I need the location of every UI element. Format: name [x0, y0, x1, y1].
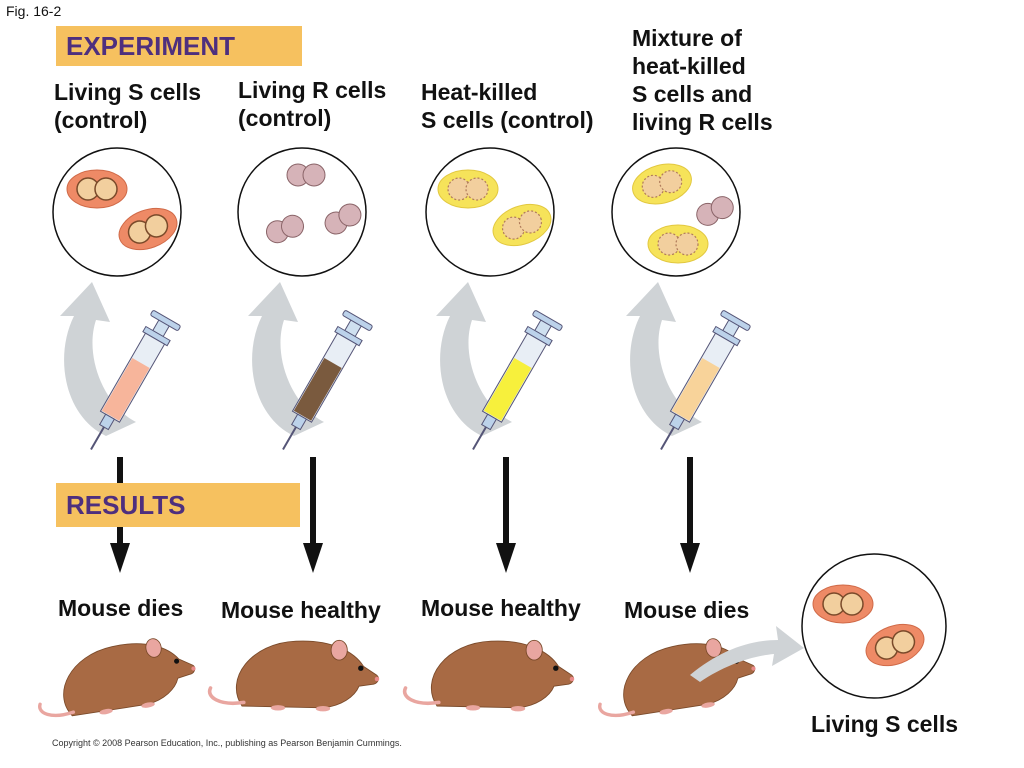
result-label: Mouse dies: [624, 597, 750, 623]
result-label: Mouse healthy: [221, 597, 381, 623]
syringe: [282, 310, 373, 451]
copyright-notice: Copyright © 2008 Pearson Education, Inc.…: [52, 738, 402, 748]
experiment-banner: EXPERIMENT: [56, 26, 302, 66]
condition-label: Living S cells (control): [54, 79, 201, 133]
down-arrow: [303, 457, 323, 573]
result-label: Mouse healthy: [421, 595, 581, 621]
condition-label: Living R cells (control): [238, 77, 387, 131]
down-arrow: [496, 457, 516, 573]
condition-label: Mixture of heat-killed S cells and livin…: [632, 25, 773, 135]
condition-label: Heat-killed S cells (control): [421, 79, 594, 133]
recovery-arrow: [690, 626, 804, 682]
mouse-healthy: [402, 638, 577, 714]
mouse-dead: [589, 630, 763, 728]
s-cell-pair: [66, 169, 128, 209]
heat-killed-cell-pair: [437, 169, 499, 209]
figure-label: Fig. 16-2: [6, 3, 62, 19]
syringe: [472, 310, 563, 451]
dish-living-r: [237, 147, 367, 277]
heat-killed-cell-pair: [647, 224, 709, 264]
recovered-label: Living S cells: [811, 711, 958, 737]
syringe: [660, 310, 751, 451]
down-arrow: [680, 457, 700, 573]
mouse-healthy: [207, 638, 382, 714]
dish-recovered-s: [801, 553, 947, 699]
results-banner: RESULTS: [56, 483, 300, 527]
syringe: [90, 310, 181, 451]
r-cell-pair: [286, 163, 326, 187]
mouse-dead: [29, 630, 203, 728]
result-label: Mouse dies: [58, 595, 184, 621]
s-cell-pair: [812, 584, 874, 624]
